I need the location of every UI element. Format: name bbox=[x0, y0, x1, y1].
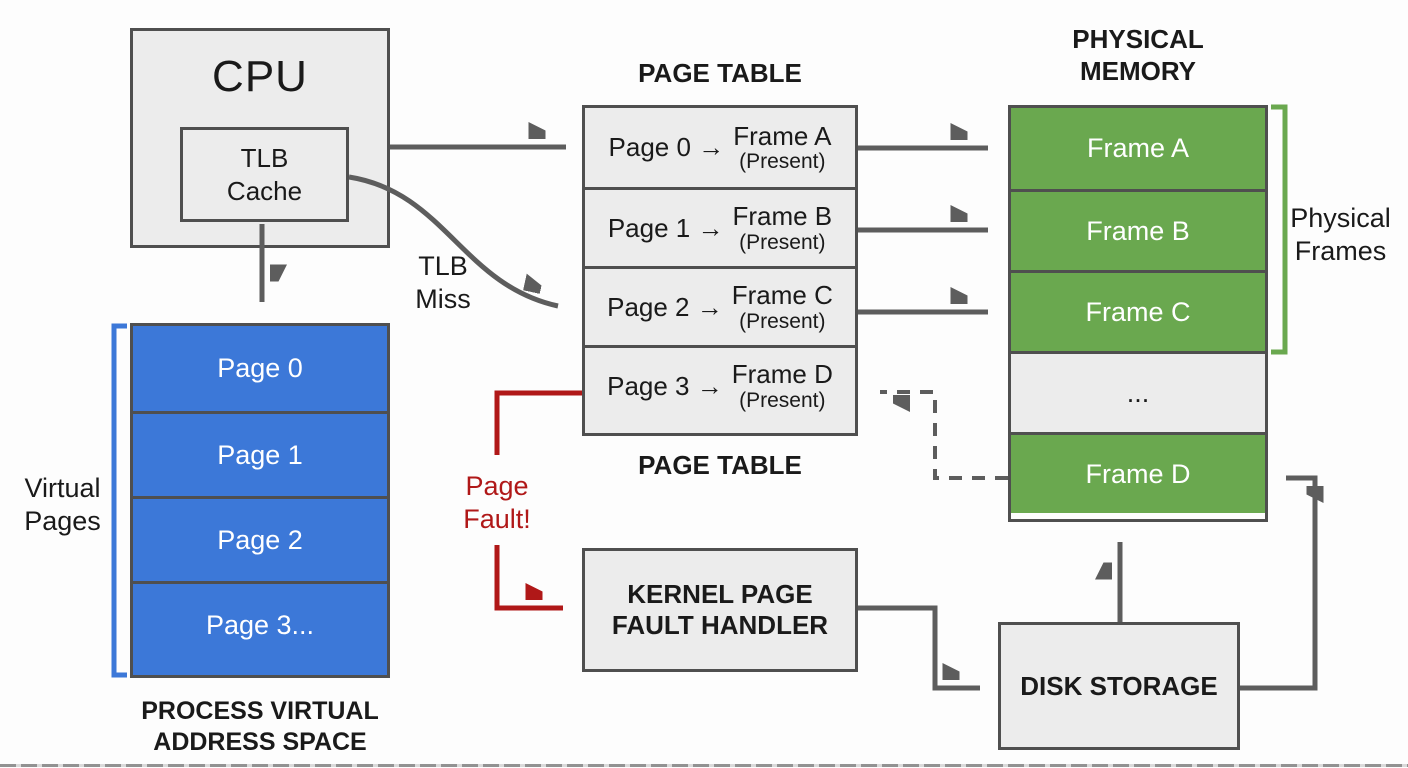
page-table-row: Page 1 → Frame B (Present) bbox=[585, 187, 855, 266]
physical-frame-row: Frame C bbox=[1011, 270, 1265, 351]
bottom-edge-artifact bbox=[0, 764, 1408, 767]
physical-frame-row: Frame B bbox=[1011, 189, 1265, 270]
page-table-mapping: Frame B (Present) bbox=[732, 202, 832, 254]
page-table-page: Page 2 → bbox=[607, 291, 723, 322]
page-table-row: Page 3 → Frame D (Present) bbox=[585, 345, 855, 424]
physical-frame-label: Frame B bbox=[1086, 215, 1190, 246]
page-table-page: Page 3 → bbox=[607, 370, 723, 401]
page-table-mapping: Frame D (Present) bbox=[732, 360, 833, 412]
physical-frame-label: ... bbox=[1126, 377, 1150, 408]
page-table: Page 0 → Frame A (Present) Page 1 → Fram… bbox=[582, 105, 858, 436]
kernel-page-fault-handler-box: KERNEL PAGE FAULT HANDLER bbox=[582, 548, 858, 672]
physical-frame-row: ... bbox=[1011, 351, 1265, 432]
physical-memory-stack: Frame A Frame B Frame C ... Frame D bbox=[1008, 105, 1268, 522]
page-table-frame: Frame B bbox=[732, 201, 833, 232]
physical-frame-label: Frame D bbox=[1085, 458, 1191, 489]
page-table-frame: Frame C bbox=[731, 280, 833, 311]
virtual-pages-stack: Page 0 Page 1 Page 2 Page 3... bbox=[130, 323, 390, 678]
kernel-page-fault-handler-label: KERNEL PAGE FAULT HANDLER bbox=[611, 579, 829, 640]
page-table-status: (Present) bbox=[739, 150, 826, 174]
page-table-status: (Present) bbox=[739, 230, 826, 254]
page-table-mapping: Frame A (Present) bbox=[733, 122, 831, 174]
virtual-page-label: Page 2 bbox=[217, 524, 303, 555]
page-table-page: Page 0 → bbox=[608, 132, 725, 162]
page-table-row: Page 2 → Frame C (Present) bbox=[585, 266, 855, 345]
page-table-status: (Present) bbox=[739, 388, 826, 412]
page-table-page: Page 1 → bbox=[607, 212, 724, 243]
tlb-cache-box: TLB Cache bbox=[180, 127, 349, 222]
virtual-page-row: Page 3... bbox=[133, 581, 387, 666]
virtual-page-row: Page 1 bbox=[133, 411, 387, 496]
page-table-mapping: Frame C (Present) bbox=[732, 281, 833, 333]
virtual-page-label: Page 1 bbox=[217, 439, 303, 470]
disk-storage-box: DISK STORAGE bbox=[998, 622, 1240, 750]
page-table-row: Page 0 → Frame A (Present) bbox=[585, 108, 855, 187]
tlb-cache-label: TLB Cache bbox=[226, 143, 303, 206]
physical-frame-label: Frame C bbox=[1085, 296, 1191, 327]
physical-frame-label: Frame A bbox=[1086, 133, 1190, 163]
virtual-page-label: Page 0 bbox=[217, 353, 303, 383]
physical-frame-row: Frame D bbox=[1011, 432, 1265, 513]
page-table-frame: Frame D bbox=[731, 359, 833, 390]
virtual-page-row: Page 0 bbox=[133, 326, 387, 411]
page-table-status: (Present) bbox=[739, 309, 826, 333]
virtual-page-label: Page 3... bbox=[205, 609, 315, 640]
disk-storage-label: DISK STORAGE bbox=[1020, 670, 1218, 701]
virtual-page-row: Page 2 bbox=[133, 496, 387, 581]
physical-frame-row: Frame A bbox=[1011, 108, 1265, 189]
page-table-frame: Frame A bbox=[733, 120, 832, 151]
